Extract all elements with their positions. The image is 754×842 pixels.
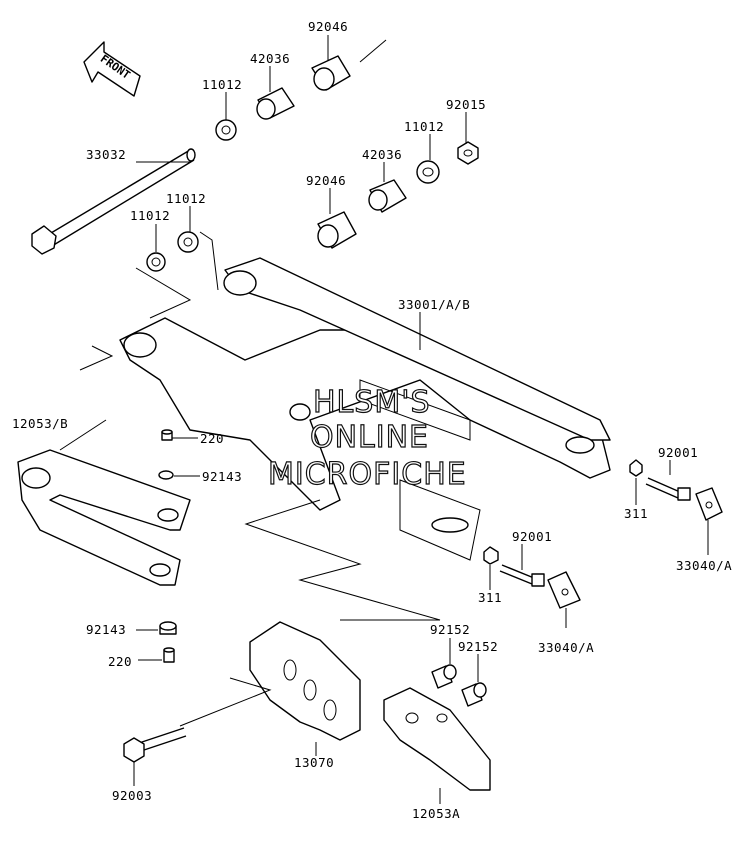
label-42036-mid[interactable]: 42036 xyxy=(362,147,402,162)
bolt-220-bot xyxy=(163,647,175,663)
seal-11012-left-a xyxy=(177,231,199,253)
label-311-right[interactable]: 311 xyxy=(624,506,648,521)
chain-slider-12053B xyxy=(17,449,191,586)
label-42036-top[interactable]: 42036 xyxy=(250,51,290,66)
label-33001[interactable]: 33001/A/B xyxy=(398,297,470,312)
label-11012-top[interactable]: 11012 xyxy=(202,77,242,92)
label-92015[interactable]: 92015 xyxy=(446,97,486,112)
seal-11012-right xyxy=(416,160,440,184)
label-11012-left-a[interactable]: 11012 xyxy=(166,191,206,206)
washer-92143-top xyxy=(158,470,174,480)
label-311-mid[interactable]: 311 xyxy=(478,590,502,605)
bolt-92001-mid xyxy=(499,564,545,587)
label-11012-right[interactable]: 11012 xyxy=(404,119,444,134)
watermark-line-2: ONLINE xyxy=(310,420,429,455)
collar-42036-mid xyxy=(368,179,407,213)
label-33040A-mid[interactable]: 33040/A xyxy=(538,640,594,655)
bearing-92046-top xyxy=(311,55,351,91)
seal-11012-top xyxy=(215,119,237,141)
label-92003[interactable]: 92003 xyxy=(112,788,152,803)
bearing-92046-mid xyxy=(317,211,357,249)
label-12053B[interactable]: 12053/B xyxy=(12,416,68,431)
nut-92015 xyxy=(457,141,479,165)
label-92001-right[interactable]: 92001 xyxy=(658,445,698,460)
washer-92143-bot xyxy=(159,621,177,635)
bolt-92001-right xyxy=(645,477,691,501)
swingarm-33001 xyxy=(119,257,611,561)
pin-92152-b xyxy=(461,682,487,707)
collar-42036-top xyxy=(256,87,295,120)
label-92001-mid[interactable]: 92001 xyxy=(512,529,552,544)
chain-guide-13070 xyxy=(249,621,361,741)
label-11012-left-b[interactable]: 11012 xyxy=(130,208,170,223)
front-arrow-icon: FRONT xyxy=(83,41,141,97)
label-92152-a[interactable]: 92152 xyxy=(430,622,470,637)
label-12053A[interactable]: 12053A xyxy=(412,806,460,821)
label-33032[interactable]: 33032 xyxy=(86,147,126,162)
block-33040A-right xyxy=(695,487,723,521)
bolt-220-top xyxy=(161,429,173,441)
nut-311-right xyxy=(629,459,643,477)
label-92046-mid[interactable]: 92046 xyxy=(306,173,346,188)
block-33040A-mid xyxy=(547,571,581,609)
label-220-bot[interactable]: 220 xyxy=(108,654,132,669)
label-92152-b[interactable]: 92152 xyxy=(458,639,498,654)
leader-lines xyxy=(59,35,709,804)
watermark-line-3: MICROFICHE xyxy=(268,457,467,492)
chain-guide-12053A xyxy=(383,687,491,791)
pin-92152-a xyxy=(431,664,457,689)
axle-33032 xyxy=(31,148,196,255)
label-220-top[interactable]: 220 xyxy=(200,431,224,446)
watermark: HLSM'S ONLINE MICROFICHE xyxy=(267,384,467,492)
label-92143-top[interactable]: 92143 xyxy=(202,469,242,484)
part-labels: 92046 42036 11012 92015 11012 42036 3303… xyxy=(12,19,732,821)
label-92046-top[interactable]: 92046 xyxy=(308,19,348,34)
seal-11012-left-b xyxy=(146,252,166,272)
nut-311-mid xyxy=(483,546,499,565)
label-33040A-right[interactable]: 33040/A xyxy=(676,558,732,573)
bolt-92003 xyxy=(123,727,187,763)
watermark-line-1: HLSM'S xyxy=(313,385,431,420)
label-92143-bot[interactable]: 92143 xyxy=(86,622,126,637)
label-13070[interactable]: 13070 xyxy=(294,755,334,770)
